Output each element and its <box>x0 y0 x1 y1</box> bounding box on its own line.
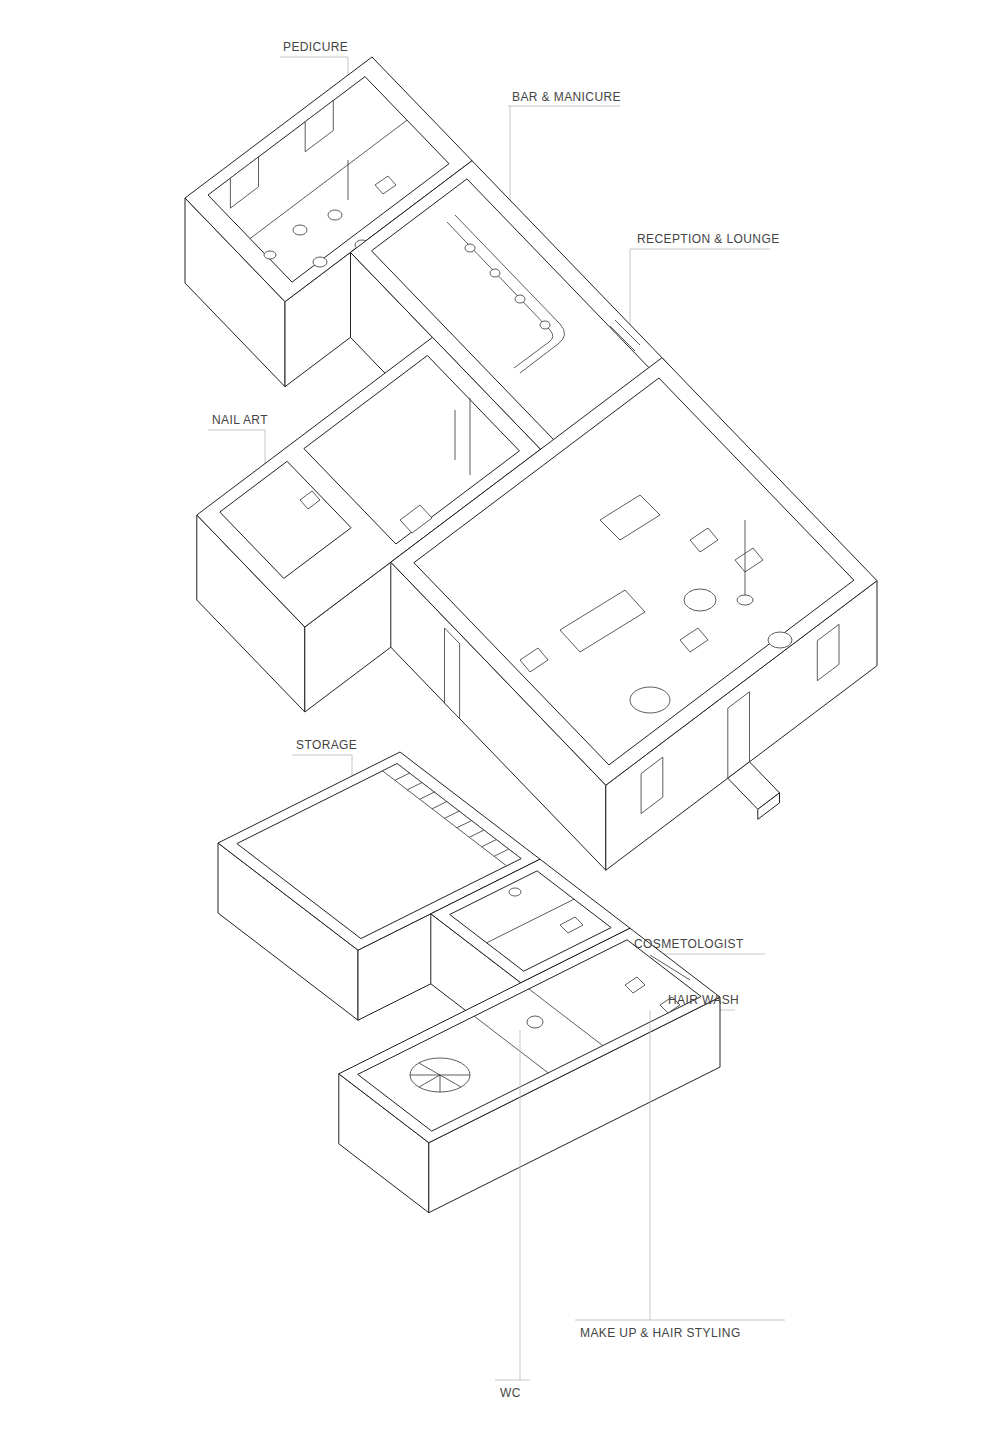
styling-block <box>339 928 720 1142</box>
storage-block <box>383 764 522 866</box>
room-label: NAIL ART <box>212 413 268 427</box>
leader-line <box>508 106 620 107</box>
room-label: COSMETOLOGIST <box>634 937 744 951</box>
styling-block <box>440 1075 441 1092</box>
pedicure-block <box>313 257 327 267</box>
bar-block <box>615 320 640 345</box>
bar-block <box>465 244 475 252</box>
reception-block <box>391 358 877 786</box>
styling-block <box>358 940 701 1131</box>
styling-block <box>527 1016 543 1028</box>
leader-line <box>575 1320 785 1321</box>
reception-block <box>391 358 877 871</box>
reception-block <box>600 495 660 540</box>
styling-block <box>440 1075 461 1087</box>
room-label: STORAGE <box>296 738 357 752</box>
storage-block <box>432 802 447 809</box>
treatment-block <box>560 917 583 933</box>
room-label: PEDICURE <box>283 40 348 54</box>
room-label: RECEPTION & LOUNGE <box>637 232 780 246</box>
leader-line <box>495 1010 785 1380</box>
reception-block <box>630 687 670 713</box>
storage-block <box>420 792 435 799</box>
nail-art-block <box>455 410 456 460</box>
room-label: BAR & MANICURE <box>512 90 621 104</box>
reception-block <box>690 528 718 552</box>
styling-block <box>650 955 690 980</box>
nail-art-block <box>300 491 320 509</box>
room-label: WC <box>500 1386 521 1400</box>
treatment-block <box>509 888 521 896</box>
storage-block <box>395 773 410 780</box>
nail-art-block <box>220 461 351 578</box>
storage-block <box>445 811 460 818</box>
pedicure-block <box>230 157 258 208</box>
reception-block <box>680 628 708 652</box>
styling-block <box>339 928 720 1212</box>
styling-block <box>625 977 645 993</box>
reception-block <box>737 595 753 605</box>
styling-block <box>410 1075 440 1076</box>
storage-block <box>469 830 484 837</box>
bar-block <box>455 215 565 373</box>
treatment-block <box>487 899 574 943</box>
reception-block <box>520 648 548 672</box>
storage-block <box>482 840 497 847</box>
room-label: MAKE UP & HAIR STYLING <box>580 1326 741 1340</box>
pedicure-block <box>375 176 396 194</box>
reception-block <box>745 520 746 600</box>
storage-block <box>457 821 472 828</box>
leader-line <box>520 1030 521 1380</box>
bar-block <box>540 321 550 329</box>
reception-block <box>445 628 460 719</box>
storage-block <box>494 849 509 856</box>
room-label: HAIR WASH <box>668 993 739 1007</box>
leader-line <box>650 1010 651 1320</box>
pedicure-block <box>305 101 333 152</box>
leader-line <box>495 1380 530 1381</box>
styling-block <box>410 1058 470 1092</box>
reception-block <box>560 590 645 652</box>
nail-art-block <box>400 505 432 533</box>
reception-block <box>758 793 780 819</box>
reception-block <box>641 757 663 814</box>
styling-block <box>474 1016 548 1073</box>
styling-block <box>419 1063 440 1075</box>
styling-block <box>419 1075 440 1087</box>
nail-art-block <box>470 398 471 475</box>
reception-block <box>414 378 854 765</box>
bar-block <box>447 222 553 368</box>
pedicure-block <box>348 160 349 200</box>
storage-block <box>407 783 422 790</box>
reception-block <box>684 589 716 611</box>
pedicure-block <box>250 120 407 238</box>
reception-block <box>817 624 839 680</box>
reception-block <box>768 632 792 648</box>
pedicure-block <box>293 225 307 235</box>
bar-block <box>490 269 500 277</box>
reception-block <box>735 548 763 572</box>
bar-block <box>515 295 525 303</box>
pedicure-block <box>328 210 342 220</box>
leader-line <box>630 249 770 250</box>
pedicure-block <box>264 251 276 259</box>
bar-block <box>610 326 635 351</box>
styling-block <box>440 1075 470 1076</box>
